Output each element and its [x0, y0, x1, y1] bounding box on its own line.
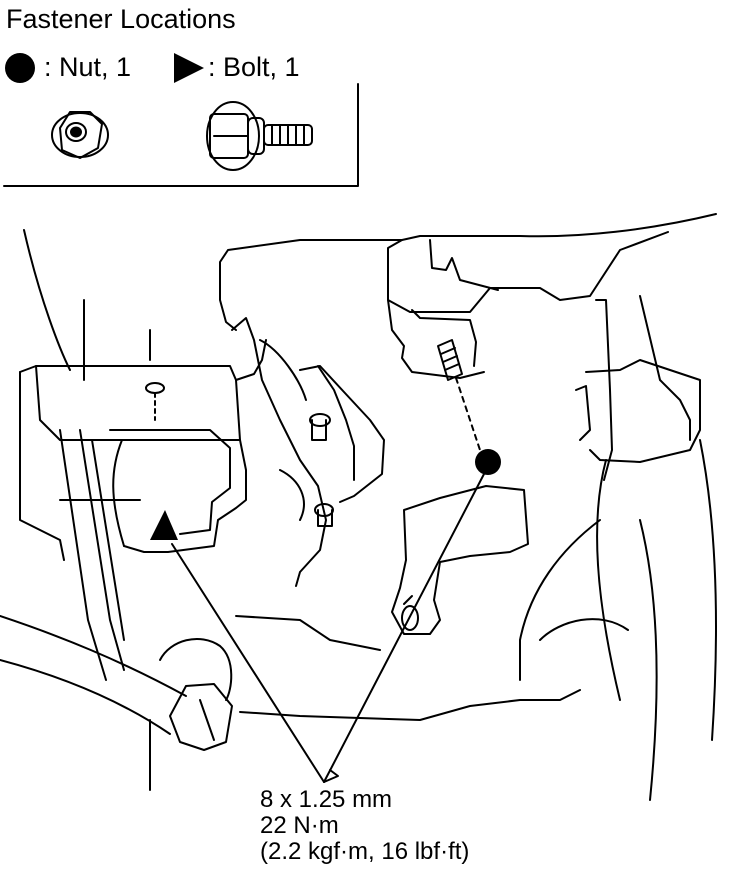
stud-icon	[437, 339, 481, 451]
torque-value: 22 N·m	[260, 812, 339, 839]
bolt-illustration-icon	[206, 101, 313, 171]
bolt-location-marker	[150, 510, 178, 540]
bolt-symbol-icon	[174, 53, 204, 83]
nut-symbol-icon	[5, 53, 35, 83]
nut-illustration-icon	[51, 111, 109, 159]
nut-location-marker	[475, 449, 501, 475]
bolt-legend-label: : Bolt, 1	[208, 52, 300, 82]
leader-to-bolt	[171, 543, 325, 783]
page-title: Fastener Locations	[6, 4, 236, 34]
legend-box	[3, 83, 359, 187]
nut-legend-label: : Nut, 1	[44, 52, 132, 82]
torque-alt-units: (2.2 kgf·m, 16 lbf·ft)	[260, 838, 470, 865]
torque-spec: 8 x 1.25 mm 22 N·m (2.2 kgf·m, 16 lbf·ft…	[260, 787, 469, 865]
vehicle-assembly-drawing	[0, 213, 717, 801]
fastener-size: 8 x 1.25 mm	[260, 786, 393, 813]
leader-to-nut	[323, 473, 485, 783]
